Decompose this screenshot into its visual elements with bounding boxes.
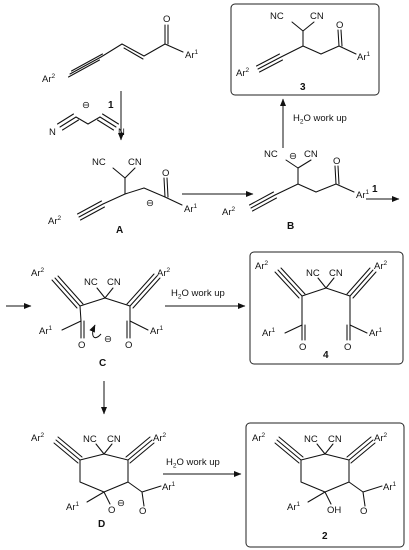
water-workup-label: H2O work up (166, 457, 220, 470)
intermediate-A-label: A (116, 225, 123, 236)
ar1-label: Ar1 (150, 325, 164, 337)
cn-label: CN (329, 268, 343, 279)
ar2-label: Ar2 (374, 432, 388, 444)
ar1-label: Ar1 (39, 325, 53, 337)
cn-label: CN (328, 434, 342, 445)
ar2-label: Ar2 (153, 432, 167, 444)
enolate-charge: ⊖ (104, 334, 112, 345)
carbonyl-o-label: O (360, 506, 367, 517)
carbanion-charge: ⊖ (82, 100, 90, 111)
product-2-box (245, 422, 405, 548)
carbonyl-o-label: O (162, 168, 169, 179)
ar1-label: Ar1 (162, 481, 176, 493)
carbonyl-o-label: O (299, 342, 306, 353)
carbonyl-o-label: O (139, 506, 146, 517)
product-3-label: 3 (300, 82, 306, 93)
water-workup-label: H2O work up (293, 113, 347, 126)
cn-label: CN (304, 149, 318, 160)
intermediate-D-label: D (98, 519, 105, 530)
ar2-label: Ar2 (222, 206, 236, 218)
ar1-label: Ar1 (262, 327, 276, 339)
intermediate-C-label: C (99, 358, 106, 369)
compound-1-label: 1 (108, 100, 114, 111)
hydroxyl-label: OH (327, 505, 341, 516)
compound-1-structure (67, 24, 184, 78)
ar2-label: Ar2 (157, 267, 171, 279)
product-4-structure (274, 267, 377, 341)
intermediate-A-structure (76, 167, 183, 221)
nc-label: NC (264, 149, 278, 160)
product-3-structure (255, 21, 357, 73)
nc-label: NC (304, 434, 318, 445)
carbonyl-o-label: O (344, 342, 351, 353)
intermediate-D-structure (53, 436, 162, 507)
malononitrile-anion-structure (56, 113, 120, 131)
curved-arrow (89, 324, 102, 339)
ar1-label: Ar1 (184, 203, 198, 215)
cn-label: CN (107, 434, 121, 445)
reagent-1-label: 1 (372, 184, 378, 195)
intermediate-C-structure (51, 273, 161, 339)
ar2-label: Ar2 (252, 432, 266, 444)
product-3-box (230, 3, 380, 96)
product-2-label: 2 (322, 531, 328, 542)
alkoxide-o-label: O (108, 505, 115, 516)
ar2-label: Ar2 (236, 67, 250, 79)
ar1-label: Ar1 (383, 481, 397, 493)
ar2-label: Ar2 (255, 260, 269, 272)
ar1-label: Ar1 (287, 501, 301, 513)
nc-label: NC (83, 434, 97, 445)
product-4-box (249, 251, 404, 365)
product-2-structure (274, 436, 383, 507)
ar1-label: Ar1 (356, 189, 370, 201)
carbonyl-o-label: O (78, 340, 85, 351)
nitrogen-label: N (49, 127, 56, 138)
ar2-label: Ar2 (374, 260, 388, 272)
carbonyl-o-label: O (336, 20, 343, 31)
ar2-label: Ar2 (31, 432, 45, 444)
cn-label: CN (310, 11, 324, 22)
water-workup-label: H2O work up (171, 288, 225, 301)
product-4-label: 4 (323, 350, 329, 361)
ar1-label: Ar1 (66, 501, 80, 513)
cn-label: CN (128, 157, 142, 168)
nc-label: NC (270, 11, 284, 22)
carbonyl-o-label: O (333, 156, 340, 167)
carbonyl-o-label: O (125, 340, 132, 351)
ar2-label: Ar2 (31, 267, 45, 279)
ar1-label: Ar1 (369, 327, 383, 339)
nc-label: NC (92, 157, 106, 168)
cn-label: CN (107, 277, 121, 288)
alkoxide-charge: ⊖ (117, 498, 125, 509)
ar1-label: Ar1 (185, 49, 199, 61)
intermediate-B-structure (248, 159, 355, 212)
ar2-label: Ar2 (48, 215, 62, 227)
nc-label: NC (84, 277, 98, 288)
nc-label: NC (306, 268, 320, 279)
carbanion-charge: ⊖ (289, 151, 297, 162)
ar1-label: Ar1 (357, 51, 371, 63)
ar2-label: Ar2 (42, 73, 56, 85)
carbonyl-o-label: O (163, 14, 170, 25)
enolate-charge: ⊖ (146, 198, 154, 209)
intermediate-B-label: B (287, 221, 294, 232)
